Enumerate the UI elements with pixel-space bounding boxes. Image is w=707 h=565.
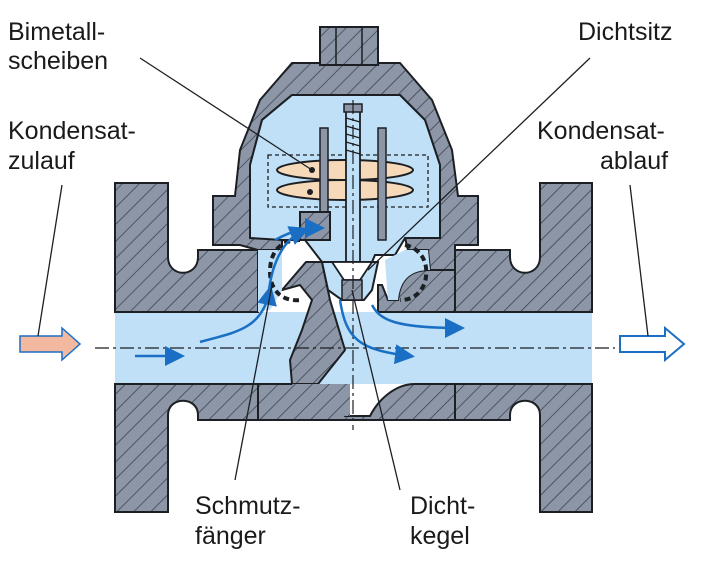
label-outlet-2: ablauf — [600, 147, 669, 175]
lower-body — [257, 383, 456, 421]
label-inlet-1: Kondensat- — [8, 117, 136, 145]
leader-kegel — [351, 289, 401, 491]
leader-inlet — [37, 184, 63, 337]
label-bimetall-2: scheiben — [8, 47, 109, 75]
flow-arrow-down — [338, 299, 415, 365]
label-schmutz-1: Schmutz- — [195, 492, 301, 520]
inlet-arrow — [19, 326, 82, 362]
label-schmutz-2: fänger — [195, 522, 266, 550]
seat-block — [299, 211, 331, 241]
leader-dichtsitz — [367, 57, 591, 271]
floor-partition — [292, 384, 350, 416]
flow-arrow-rise — [199, 285, 277, 344]
hex-cap — [319, 26, 379, 66]
label-outlet-1: Kondensat- — [537, 117, 665, 145]
outlet-arrow — [619, 325, 686, 363]
label-kegel-2: kegel — [410, 522, 470, 550]
flow-arrow-up — [266, 226, 310, 301]
label-bimetall-1: Bimetall- — [8, 18, 106, 46]
leader-bimetal — [139, 57, 313, 171]
flow-arrow-out — [370, 304, 465, 338]
label-dichtsitz: Dichtsitz — [578, 18, 673, 46]
flow-arrow-over — [274, 218, 325, 242]
right-flange-lower — [454, 383, 593, 513]
label-kegel-1: Dicht- — [410, 492, 476, 520]
strainer-screen-right — [399, 243, 429, 302]
right-chamber — [385, 250, 430, 300]
left-flange-lower — [114, 383, 259, 513]
label-inlet-2: zulauf — [8, 147, 75, 175]
leader-schmutz — [234, 284, 273, 481]
strainer-screen — [267, 238, 301, 303]
bimetal-disc-1 — [276, 159, 414, 181]
bimetal-disc-2 — [276, 179, 414, 201]
leader-outlet — [629, 184, 649, 337]
